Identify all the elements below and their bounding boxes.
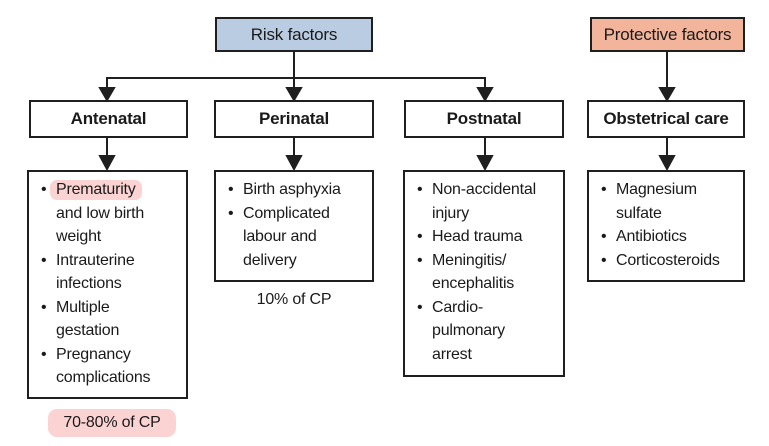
bullet-icon: • [417,298,423,316]
annotation-perinatal-share: 10% of CP [214,291,374,309]
arrowhead-postnatal-list [476,155,494,172]
list-item: • Meningitis/ encephalitis [417,249,559,296]
bullet-icon: • [228,204,234,222]
list-box-antenatal: • Prematurity and low birth weight • Int… [27,170,188,399]
list-item-label: Non-accidental injury [432,181,536,222]
category-label: Postnatal [446,109,522,128]
list-item-label: Intrauterine infections [56,251,135,293]
bullet-icon: • [417,181,423,198]
list-box-postnatal: • Non-accidental injury • Head trauma • … [403,170,565,377]
category-box-postnatal: Postnatal [404,100,564,138]
arrowhead-obstetrical [658,87,676,102]
arrowhead-antenatal [98,87,116,102]
bullet-icon: • [228,181,234,198]
arrowhead-antenatal-list [98,155,116,172]
risk-factors-label: Risk factors [250,24,338,44]
list-item: • Birth asphyxia [228,178,368,202]
arrowhead-postnatal [476,87,494,102]
list-item-label: Head trauma [432,228,523,245]
category-box-antenatal: Antenatal [29,100,188,138]
annotation-label: 70-80% of CP [63,414,161,431]
arrowhead-perinatal-list [285,155,303,172]
postnatal-items: • Non-accidental injury • Head trauma • … [417,178,559,366]
bullet-icon: • [417,228,423,245]
risk-factors-box: Risk factors [215,17,373,52]
bullet-icon: • [601,251,607,269]
category-box-perinatal: Perinatal [214,100,374,138]
list-box-perinatal: • Birth asphyxia • Complicated labour an… [214,170,374,282]
list-item-label: Antibiotics [616,228,687,245]
list-item: • Pregnancy complications [41,343,182,390]
list-item: • Cardio- pulmonary arrest [417,296,559,367]
list-item: • Prematurity and low birth weight [41,178,182,249]
antenatal-items: • Prematurity and low birth weight • Int… [41,178,182,390]
list-item: • Antibiotics [601,225,739,249]
bullet-icon: • [41,251,47,269]
bullet-icon: • [417,251,423,269]
perinatal-items: • Birth asphyxia • Complicated labour an… [228,178,368,272]
annotation-antenatal-share: 70-80% of CP [48,409,176,437]
list-item-label: Multiple gestation [56,298,120,340]
bullet-icon: • [601,181,607,198]
list-item: • Intrauterine infections [41,249,182,296]
list-item-label: Pregnancy complications [56,345,151,387]
list-box-obstetrical: • Magnesium sulfate • Antibiotics • Cort… [587,170,745,282]
list-item: • Non-accidental injury [417,178,559,225]
protective-factors-label: Protective factors [603,24,732,44]
prematurity-highlight: Prematurity [50,180,142,200]
protective-factors-box: Protective factors [590,17,745,52]
list-item: • Corticosteroids [601,249,739,273]
list-item: • Complicated labour and delivery [228,202,368,273]
list-item-label: and low birth weight [56,204,145,245]
annotation-label: 10% of CP [256,291,332,308]
list-item-label: Meningitis/ encephalitis [432,251,515,293]
list-item: • Multiple gestation [41,296,182,343]
list-item: • Head trauma [417,225,559,249]
bullet-icon: • [41,181,47,198]
list-item-label: Birth asphyxia [243,181,341,198]
obstetrical-items: • Magnesium sulfate • Antibiotics • Cort… [601,178,739,272]
category-label: Antenatal [70,109,147,128]
category-box-obstetrical: Obstetrical care [587,100,745,138]
list-item-label: Complicated labour and delivery [243,204,330,269]
category-label: Perinatal [258,109,329,128]
arrowhead-obstetrical-list [658,155,676,172]
list-item-label: Magnesium sulfate [616,181,697,222]
list-item-label: Cardio- pulmonary arrest [432,298,505,363]
bullet-icon: • [41,298,47,316]
arrowhead-perinatal [285,87,303,102]
list-item: • Magnesium sulfate [601,178,739,225]
category-label: Obstetrical care [603,109,729,128]
bullet-icon: • [601,228,607,245]
bullet-icon: • [41,345,47,363]
list-item-label: Corticosteroids [616,251,720,269]
